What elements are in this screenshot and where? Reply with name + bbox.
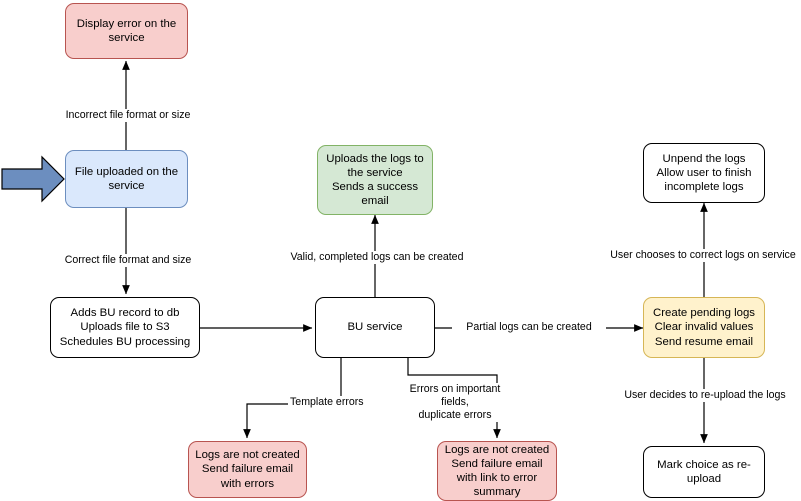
- node-logs-not-created-template[interactable]: Logs are not created Send failure email …: [188, 441, 307, 498]
- edge-label-user-corrects: User chooses to correct logs on service: [601, 249, 801, 262]
- node-logs-not-created-fields[interactable]: Logs are not created Send failure email …: [437, 441, 557, 501]
- node-file-uploaded[interactable]: File uploaded on the service: [65, 150, 188, 208]
- node-mark-choice[interactable]: Mark choice as re- upload: [643, 446, 765, 498]
- node-bu-service[interactable]: BU service: [315, 297, 435, 358]
- node-unpend-logs[interactable]: Unpend the logs Allow user to finish inc…: [643, 143, 765, 203]
- node-create-pending-logs[interactable]: Create pending logs Clear invalid values…: [643, 297, 765, 358]
- edge-label-correct-format: Correct file format and size: [42, 254, 214, 267]
- edge-label-valid-logs: Valid, completed logs can be created: [270, 251, 484, 264]
- edge-label-important-field-errors: Errors on important fields, duplicate er…: [393, 383, 517, 422]
- edge-label-template-errors: Template errors: [288, 396, 382, 409]
- edge-label-incorrect-format: Incorrect file format or size: [42, 109, 214, 122]
- edge-label-partial-logs: Partial logs can be created: [452, 321, 606, 334]
- node-display-error[interactable]: Display error on the service: [65, 3, 188, 59]
- edge-label-user-reuploads: User decides to re-upload the logs: [608, 389, 801, 402]
- entry-block-arrow: [1, 155, 65, 203]
- node-uploads-logs[interactable]: Uploads the logs to the service Sends a …: [317, 145, 433, 215]
- node-adds-bu-record[interactable]: Adds BU record to db Uploads file to S3 …: [50, 297, 200, 358]
